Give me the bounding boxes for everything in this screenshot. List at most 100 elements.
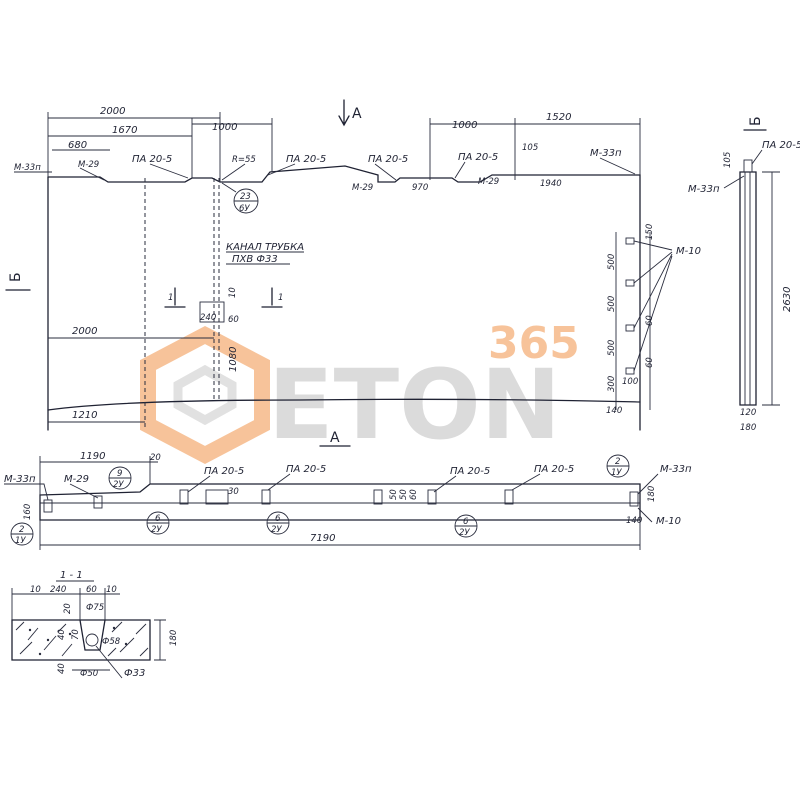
- dim-1210: 1210: [72, 410, 97, 421]
- section-title: 1 - 1: [60, 570, 83, 581]
- section-mark-1-left: 1: [168, 293, 173, 303]
- svg-text:300: 300: [607, 376, 617, 392]
- dim-970: 970: [412, 183, 428, 193]
- side-view-b: Б ПА 20-5 M-33п 105 2630 120 180: [688, 116, 800, 433]
- side-dim-105: 105: [723, 152, 733, 168]
- plan-callout-9-2u: 9 2У: [108, 466, 132, 490]
- plan-mark-pa20-5-d: ПА 20-5: [534, 464, 574, 475]
- svg-text:70: 70: [71, 629, 81, 640]
- dim-1670: 1670: [112, 125, 137, 136]
- svg-text:6У: 6У: [239, 204, 250, 214]
- channel-label-1: КАНАЛ ТРУБКА: [226, 242, 304, 253]
- plan-dim-160: 160: [23, 504, 33, 520]
- leader-lines: [14, 157, 636, 181]
- dim-1520: 1520: [546, 112, 571, 123]
- plan-outline: [39, 483, 641, 521]
- svg-text:2У: 2У: [459, 528, 470, 538]
- plan-dim-50b: 50: [399, 489, 409, 500]
- svg-text:2: 2: [615, 457, 620, 467]
- svg-text:500: 500: [607, 296, 617, 312]
- watermark: ETON 365: [140, 318, 580, 465]
- channel-label-2: ПХВ Ф33: [232, 254, 278, 265]
- svg-text:2У: 2У: [151, 525, 162, 535]
- watermark-word: ETON: [268, 349, 561, 461]
- side-mark-m33p: M-33п: [688, 184, 720, 195]
- right-inserts: 150 500 500 500 60 300 100 60 140 M-10: [606, 224, 701, 416]
- svg-text:60: 60: [86, 585, 97, 595]
- side-dim-180: 180: [740, 423, 756, 433]
- svg-text:1У: 1У: [611, 468, 622, 478]
- plan-dim-50a: 50: [389, 489, 399, 500]
- hexagon-logo-icon: [140, 325, 270, 465]
- svg-text:500: 500: [607, 254, 617, 270]
- svg-text:23: 23: [240, 192, 251, 202]
- plan-dim-1190: 1190: [80, 451, 105, 462]
- plan-dim-30: 30: [228, 487, 239, 497]
- mark-m29-mid: M-29: [352, 183, 373, 193]
- svg-text:9: 9: [117, 469, 122, 479]
- svg-text:10: 10: [106, 585, 117, 595]
- mark-pa20-5-b: ПА 20-5: [286, 154, 326, 165]
- plan-dim-180: 180: [647, 486, 657, 502]
- side-top-insert: [743, 159, 753, 173]
- svg-text:180: 180: [169, 630, 179, 646]
- dim-1000-right: 1000: [452, 120, 477, 131]
- view-label-b-left: Б: [8, 272, 24, 282]
- dim-1000-left: 1000: [212, 122, 237, 133]
- dim-240: 240: [200, 313, 216, 323]
- channel-box: [199, 301, 225, 323]
- dim-105: 105: [522, 143, 538, 153]
- svg-text:500: 500: [607, 340, 617, 356]
- section-cut-marks: [164, 287, 283, 308]
- dim-1080: 1080: [228, 347, 239, 372]
- svg-text:40: 40: [57, 663, 67, 674]
- svg-text:2У: 2У: [271, 525, 282, 535]
- plan-mark-pa20-5-c: ПА 20-5: [450, 466, 490, 477]
- plan-inserts: [43, 489, 639, 513]
- plan-label: A: [330, 430, 340, 446]
- section-1-1: 1 - 1 10 240 60 10 20 Ф75 40 70 180 Ф58 …: [11, 570, 179, 679]
- mark-m29-left: M-29: [78, 160, 99, 170]
- svg-text:10: 10: [30, 585, 41, 595]
- side-view-label: Б: [748, 116, 764, 126]
- callout-23-6u: 23 6У: [221, 182, 259, 214]
- svg-text:60: 60: [645, 357, 655, 368]
- mark-m33p-left: M-33п: [14, 163, 41, 173]
- svg-text:6: 6: [463, 517, 469, 527]
- plan-mark-pa20-5-b: ПА 20-5: [286, 464, 326, 475]
- svg-text:2У: 2У: [113, 480, 124, 490]
- svg-text:20: 20: [63, 603, 73, 614]
- svg-text:60: 60: [645, 315, 655, 326]
- plan-view-a: A 1190 20 7190 160 180 140 M-33п M-29 ПА…: [4, 430, 692, 550]
- extension-lines: [47, 112, 641, 182]
- section-channel: [79, 619, 106, 651]
- svg-text:40: 40: [57, 629, 67, 640]
- watermark-number: 365: [488, 318, 580, 369]
- side-dim-2630: 2630: [782, 287, 793, 312]
- plan-dim-60: 60: [409, 489, 419, 500]
- plan-mark-m33p-right: M-33п: [660, 464, 692, 475]
- dim-2000-mid: 2000: [72, 326, 97, 337]
- view-arrow-a: [338, 99, 350, 127]
- section-outline: [11, 619, 151, 661]
- svg-text:100: 100: [622, 377, 638, 387]
- mark-pa20-5-d: ПА 20-5: [458, 152, 498, 163]
- svg-text:150: 150: [645, 224, 655, 240]
- plan-callout-6-2u-c: 6 2У: [454, 514, 478, 538]
- mark-m10: M-10: [676, 246, 701, 257]
- plan-mark-pa20-5-a: ПА 20-5: [204, 466, 244, 477]
- dim-1940: 1940: [540, 179, 562, 189]
- svg-text:Ф75: Ф75: [86, 603, 104, 613]
- section-mark-1-right: 1: [278, 293, 283, 303]
- section-pipe: [85, 633, 99, 647]
- top-dimension-lines: [48, 117, 640, 151]
- side-panel-outline: [739, 171, 757, 406]
- dim-10: 10: [228, 287, 238, 298]
- mark-m33p-right: M-33п: [590, 148, 622, 159]
- side-mark-pa20-5: ПА 20-5: [762, 140, 800, 151]
- mark-pa20-5-a: ПА 20-5: [132, 154, 172, 165]
- plan-mark-m29: M-29: [64, 474, 89, 485]
- svg-text:6: 6: [155, 514, 161, 524]
- dim-60: 60: [228, 315, 239, 325]
